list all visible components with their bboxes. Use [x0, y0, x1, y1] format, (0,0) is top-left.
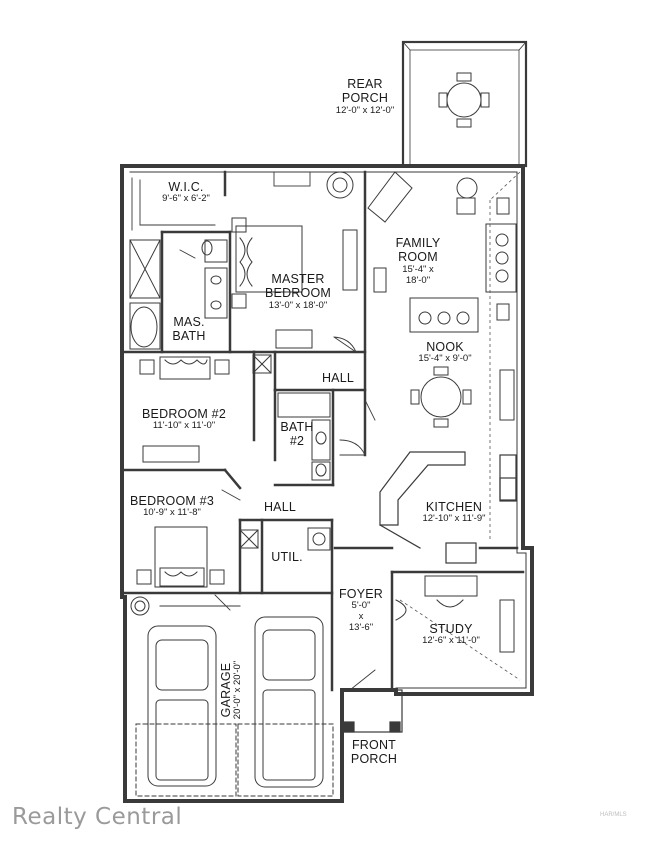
- room-name: HALL: [321, 371, 355, 385]
- room-dims: 12'-10" x 11'-9": [422, 513, 486, 525]
- room-dims: 12'-0" x 12'-0": [335, 104, 395, 116]
- bath2-fixtures: [252, 354, 331, 481]
- master-bath-fixtures: [129, 239, 228, 350]
- room-label-bedroom3: BEDROOM #3 10'-9" x 11'-8": [128, 494, 216, 519]
- room-label-hall-lower: HALL: [260, 500, 300, 514]
- room-label-family-room: FAMILY ROOM 15'-4" x 18'-0": [388, 236, 448, 287]
- room-label-wic: W.I.C. 9'-6" x 6'-2": [155, 180, 217, 205]
- room-name: FAMILY: [395, 236, 441, 250]
- room-name: BATH: [172, 329, 206, 344]
- room-label-foyer: FOYER 5'-0" x 13'-6": [336, 587, 386, 634]
- garage: [130, 596, 334, 797]
- room-label-study: STUDY 12'-6" x 11'-0": [415, 622, 487, 647]
- credit-text: HAR/MLS: [600, 812, 627, 818]
- interior-walls: [123, 170, 525, 692]
- porch-table: [438, 72, 490, 128]
- master-bed: [231, 171, 358, 349]
- room-name: ROOM: [398, 250, 438, 265]
- room-name: FRONT: [351, 738, 397, 752]
- bedroom2-furniture: [139, 356, 230, 463]
- kitchen-counters: [379, 451, 517, 564]
- room-name: BEDROOM #3: [130, 494, 214, 508]
- family-room-furniture: [367, 171, 517, 333]
- room-dims: 11'-10" x 11'-0": [152, 420, 216, 432]
- rear-porch-outline: [401, 40, 528, 168]
- ceiling-lines: [399, 171, 521, 681]
- room-label-rear-porch: REAR PORCH 12'-0" x 12'-0": [330, 77, 400, 117]
- room-label-hall-upper: HALL: [318, 371, 358, 385]
- room-name: HALL: [263, 500, 297, 514]
- room-name: PORCH: [350, 752, 398, 767]
- door-swings: [179, 249, 376, 691]
- utility-fixtures: [307, 527, 331, 551]
- closet-lines: [131, 171, 311, 231]
- room-name: W.I.C.: [168, 180, 204, 194]
- bedroom3-furniture: [136, 526, 259, 588]
- room-name: #2: [289, 434, 305, 449]
- room-label-kitchen: KITCHEN 12'-10" x 11'-9": [414, 500, 494, 525]
- room-dims: 20'-0" x 20'-0": [232, 660, 244, 720]
- room-name: UTIL.: [271, 550, 303, 564]
- watermark-text: Realty Central: [12, 804, 183, 830]
- room-label-bedroom2: BEDROOM #2 11'-10" x 11'-0": [140, 407, 228, 432]
- exterior-wall-inner: [129, 171, 527, 689]
- room-name: KITCHEN: [425, 500, 483, 514]
- room-dims: 10'-9" x 11'-8": [143, 507, 201, 519]
- room-name: STUDY: [429, 622, 473, 636]
- room-dims: x: [358, 611, 364, 623]
- room-dims: 15'-4" x: [402, 263, 434, 275]
- room-name: NOOK: [426, 340, 464, 354]
- room-dims: 12'-6" x 11'-0": [422, 635, 480, 647]
- room-label-nook: NOOK 15'-4" x 9'-0": [405, 340, 485, 365]
- room-dims: 13'-6": [348, 622, 374, 634]
- room-name: BATH: [280, 420, 314, 434]
- exterior-wall: [120, 164, 534, 803]
- room-label-front-porch: FRONT PORCH: [344, 738, 404, 767]
- room-dims: 9'-6" x 6'-2": [162, 193, 210, 205]
- room-name: GARAGE: [219, 662, 233, 718]
- room-label-mas-bath: MAS. BATH: [165, 315, 213, 344]
- study-furniture: [395, 575, 515, 653]
- nook-table: [410, 366, 515, 428]
- room-name: REAR: [347, 77, 383, 91]
- room-name: FOYER: [338, 587, 384, 601]
- room-dims: 5'-0": [351, 600, 371, 612]
- room-dims: 15'-4" x 9'-0": [418, 353, 472, 365]
- room-label-master-bedroom: MASTER BEDROOM 13'-0" x 18'-0": [258, 272, 338, 312]
- room-name: MASTER: [271, 272, 325, 286]
- room-name: BEDROOM: [265, 286, 331, 301]
- room-name: PORCH: [341, 91, 389, 106]
- room-label-bath2: BATH #2: [275, 420, 319, 449]
- room-label-util: UTIL.: [267, 550, 307, 564]
- room-dims: 18'-0": [405, 274, 431, 286]
- room-dims: 13'-0" x 18'-0": [268, 299, 328, 311]
- room-name: BEDROOM #2: [142, 407, 226, 421]
- room-label-garage: GARAGE 20'-0" x 20'-0": [219, 645, 244, 735]
- front-porch: [341, 689, 403, 733]
- room-name: MAS.: [173, 315, 205, 329]
